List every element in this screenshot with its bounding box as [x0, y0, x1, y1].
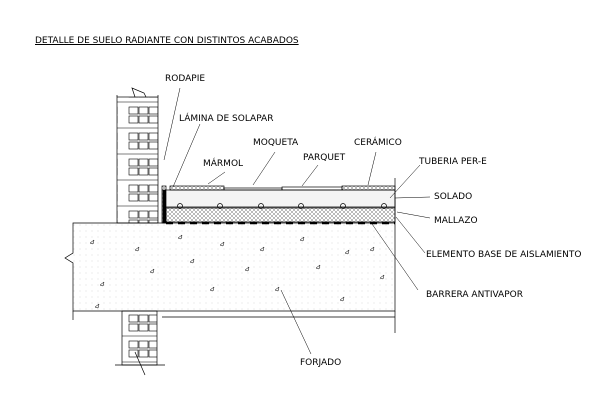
label-forjado: FORJADO: [300, 358, 342, 368]
mortar-layer: [165, 189, 396, 209]
lower-wall: [121, 310, 158, 366]
slab: [64, 222, 396, 312]
label-barrera: BARRERA ANTIVAPOR: [426, 290, 523, 300]
leader-lines: [163, 87, 431, 355]
label-ceramico: CERÁMICO: [354, 138, 402, 148]
marble-finish: [169, 185, 225, 191]
heating-pipes: [177, 203, 387, 209]
label-moqueta: MOQUETA: [253, 138, 299, 148]
label-mallazo: MALLAZO: [434, 216, 478, 226]
upper-wall: [116, 96, 159, 224]
label-aislamiento: ELEMENTO BASE DE AISLAMIENTO: [426, 250, 582, 260]
ceramic-finish: [341, 185, 396, 191]
label-tuberia: TUBERIA PER-E: [419, 157, 487, 167]
label-rodapie: RODAPIE: [165, 74, 206, 84]
label-marmol: MÁRMOL: [203, 159, 244, 169]
label-solado: SOLADO: [434, 192, 473, 202]
label-lamina: LÁMINA DE SOLAPAR: [179, 114, 274, 124]
label-parquet: PARQUET: [303, 153, 346, 163]
drawing-title: DETALLE DE SUELO RADIANTE CON DISTINTOS …: [35, 36, 299, 46]
